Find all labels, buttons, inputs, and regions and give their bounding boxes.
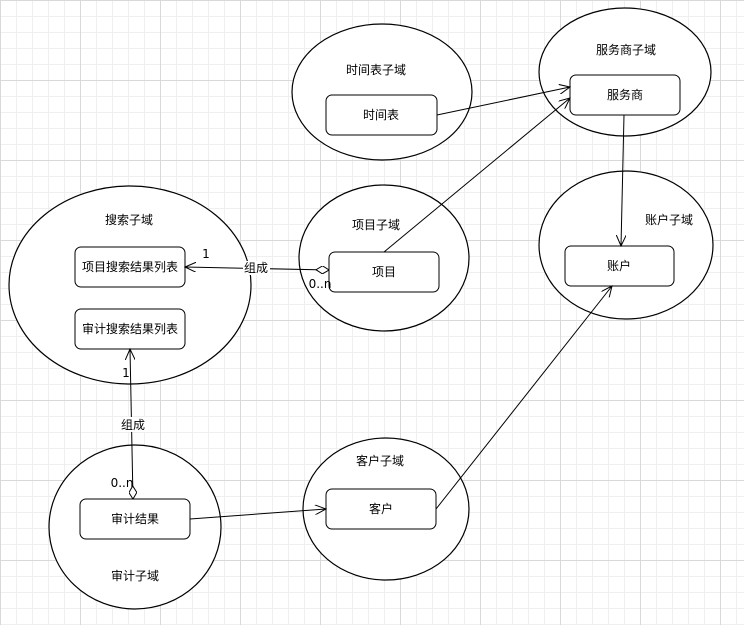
timetable-domain-title: 时间表子域 (346, 63, 406, 77)
project-search-multiplicity-one: 1 (202, 247, 210, 261)
project-to-provider-arrow (383, 98, 570, 253)
customer-domain-title: 客户子域 (356, 453, 404, 468)
project-domain-title: 项目子域 (352, 218, 400, 232)
audit-search-list-label: 审计搜索结果列表 (82, 321, 178, 336)
timetable-to-provider-arrow (436, 87, 570, 116)
audit-result-to-customer-arrow (189, 509, 326, 520)
audit-result-multiplicity-zero-to-n: 0..n (111, 476, 134, 490)
audit-domain-title: 审计子域 (111, 568, 159, 583)
project-multiplicity-zero-to-n: 0..n (309, 277, 332, 291)
customer-entity-label: 客户 (369, 501, 393, 516)
audit-composition-label: 组成 (121, 418, 145, 432)
account-domain-ellipse[interactable] (538, 170, 714, 320)
project-search-list-label: 项目搜索结果列表 (82, 259, 178, 274)
audit-composition-label-bg (118, 417, 147, 432)
account-domain-title: 账户子域 (645, 212, 693, 227)
provider-entity-box[interactable] (569, 74, 681, 116)
timetable-entity-label: 时间表 (363, 108, 399, 122)
provider-domain-ellipse[interactable] (538, 7, 712, 137)
audit-result-entity-label: 审计结果 (111, 511, 159, 526)
provider-entity-label: 服务商 (607, 87, 643, 102)
timetable-domain-ellipse[interactable] (291, 23, 473, 161)
project-composition-label-bg (243, 261, 270, 275)
provider-domain-title: 服务商子域 (596, 42, 656, 57)
provider-to-account-arrow (621, 114, 624, 246)
audit-search-multiplicity-one: 1 (122, 366, 130, 380)
project-composition-label: 组成 (244, 261, 268, 275)
project-entity-label: 项目 (372, 265, 396, 279)
account-entity-label: 账户 (607, 258, 631, 273)
search-domain-title: 搜索子域 (105, 212, 153, 227)
customer-to-account-arrow (435, 286, 612, 510)
